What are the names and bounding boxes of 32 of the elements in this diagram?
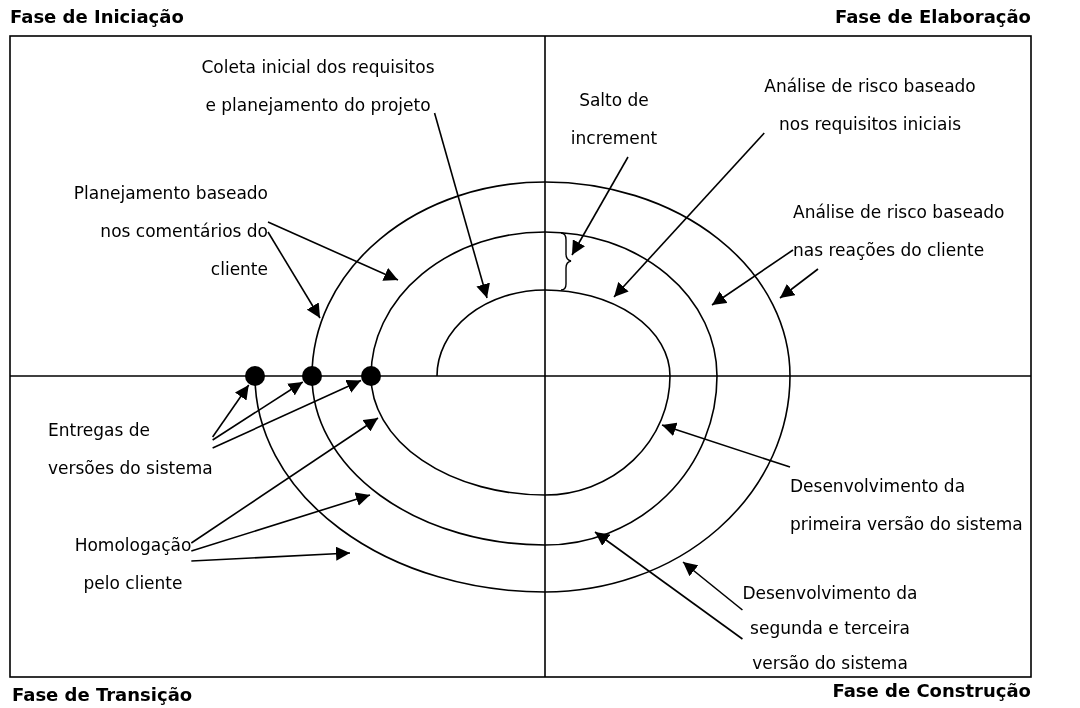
leader-arrow (211, 381, 304, 441)
annotation-text: Homologação pelo cliente (74, 526, 192, 602)
annotation-text: Desenvolvimento da segunda e terceira versão do sistema (742, 576, 918, 681)
leader-arrow (211, 384, 250, 438)
leader-arrow (267, 231, 321, 319)
leader-arrow (613, 132, 766, 298)
annotation-text: Coleta inicial dos requisitos e planejamento do projeto (201, 48, 435, 124)
leader-arrow (190, 546, 351, 562)
delivery-dot (302, 366, 322, 386)
delivery-dot (361, 366, 381, 386)
phase-title: Fase de Elaboração (835, 6, 1031, 28)
annotation-text: Salto de increment (570, 81, 658, 157)
phase-title: Fase de Iniciação (10, 6, 184, 28)
delivery-dot (245, 366, 265, 386)
leader-arrow (594, 531, 744, 640)
leader-arrow (190, 417, 379, 544)
leader-arrow (682, 561, 744, 611)
annotation-text: Entregas de versões do sistema (48, 411, 213, 487)
annotation-text: Análise de risco baseado nos requisitos iniciais (764, 67, 976, 143)
leader-arrow (711, 249, 794, 306)
phase-title: Fase de Transição (12, 684, 193, 706)
leader-arrow (267, 221, 399, 281)
leader-arrow (433, 112, 490, 299)
leader-arrow (779, 268, 819, 299)
phase-title: Fase de Construção (832, 680, 1031, 702)
leader-arrow (211, 379, 362, 449)
annotation-text: Planejamento baseado nos comentários do cliente (73, 174, 268, 288)
leader-arrow (571, 156, 629, 256)
leader-arrow (190, 492, 371, 552)
annotation-text: Análise de risco baseado nas reações do cliente (793, 193, 1005, 269)
leader-arrow (661, 422, 791, 468)
annotation-text: Desenvolvimento da primeira versão do sistema (790, 467, 1023, 543)
